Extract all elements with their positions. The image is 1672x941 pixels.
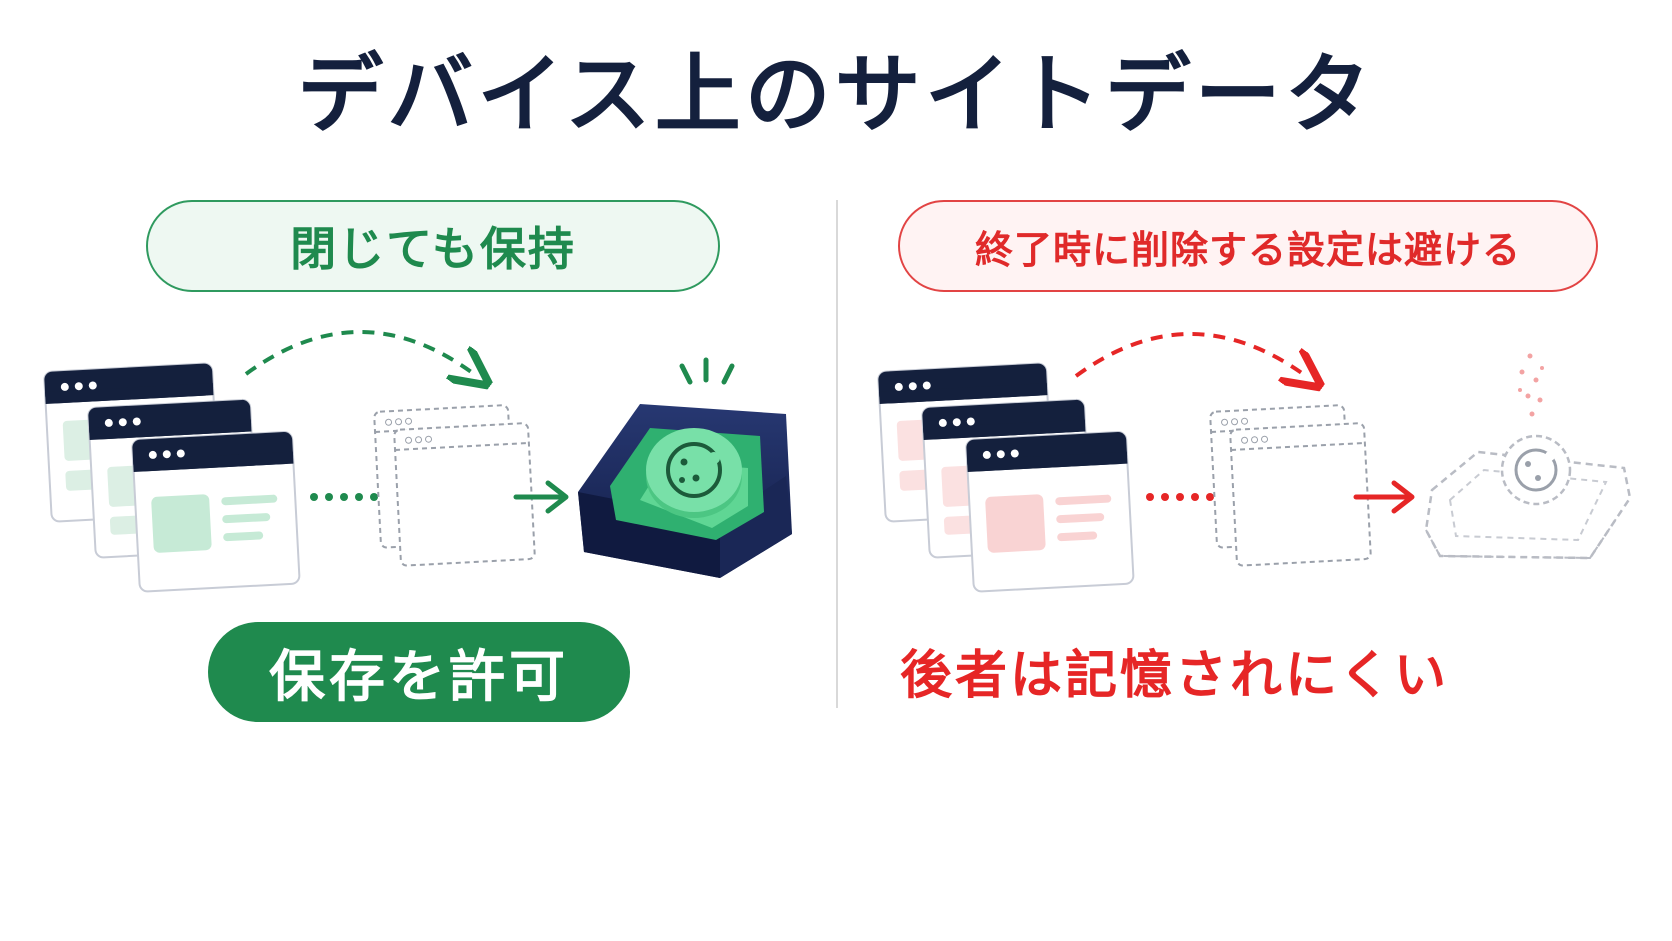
dashed-window-icon [1209, 404, 1372, 567]
section-divider [836, 200, 838, 708]
dashed-curve-arrow [1074, 332, 1306, 376]
cookie-tray-icon [578, 357, 792, 578]
dashed-curve-arrow [244, 330, 474, 374]
latter-not-remembered-caption: 後者は記憶されにくい [900, 646, 1449, 706]
keep-on-close-label: 閉じても保持 [146, 200, 720, 292]
avoid-delete-on-exit-label: 終了時に削除する設定は避ける [898, 200, 1598, 292]
page-title: デバイス上のサイトデータ [297, 45, 1375, 145]
browser-windows-icon [877, 362, 1135, 593]
solid-arrow [513, 480, 569, 514]
dashed-window-icon [373, 404, 536, 567]
dotted-connector [1146, 493, 1214, 501]
allow-storage-badge: 保存を許可 [208, 622, 630, 722]
solid-arrow [1353, 480, 1415, 514]
browser-windows-icon [43, 362, 301, 593]
dotted-connector [310, 493, 378, 501]
faded-cookie-tray-icon [1424, 353, 1632, 560]
